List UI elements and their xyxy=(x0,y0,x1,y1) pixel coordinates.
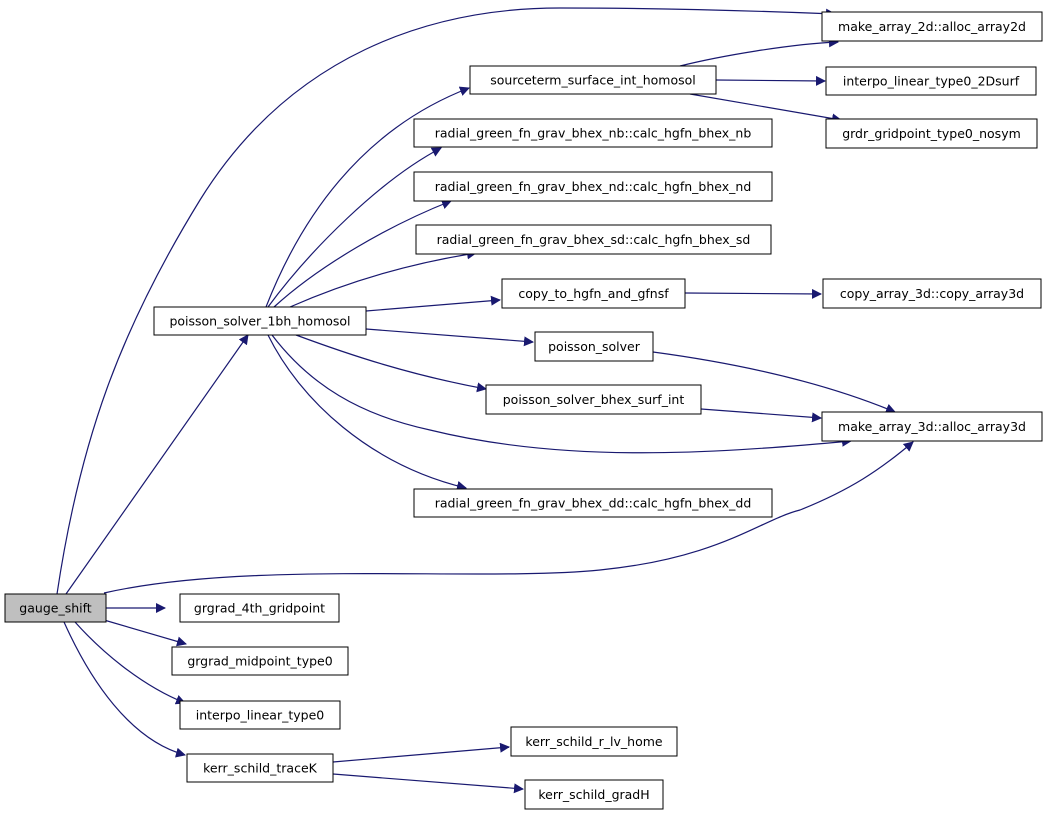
node-grgrad-4th-gridpoint[interactable]: grgrad_4th_gridpoint xyxy=(179,593,340,623)
edge-poisson-solver-bhex-surf-to-make-array-3d xyxy=(700,408,822,423)
node-poisson-solver[interactable]: poisson_solver xyxy=(534,331,654,362)
edge-poisson-1bh-to-copy-to-hgfn xyxy=(365,295,501,312)
edge-poisson-1bh-to-make-array-3d xyxy=(271,334,852,454)
node-interpo-linear-type0[interactable]: interpo_linear_type0 xyxy=(179,700,341,730)
node-label: grgrad_4th_gridpoint xyxy=(194,601,325,616)
node-gauge-shift[interactable]: gauge_shift xyxy=(4,593,107,623)
node-grgrad-midpoint-type0[interactable]: grgrad_midpoint_type0 xyxy=(171,646,349,676)
node-label: copy_to_hgfn_and_gfnsf xyxy=(518,286,669,301)
node-label: grgrad_midpoint_type0 xyxy=(187,654,332,669)
edge-sourceterm-to-interpo-2dsurf xyxy=(715,75,826,86)
node-label: gauge_shift xyxy=(19,601,91,616)
edge-gauge-shift-to-make-array-2d xyxy=(56,7,836,595)
node-grdr-gridpoint-type0-nosym[interactable]: grdr_gridpoint_type0_nosym xyxy=(825,118,1038,149)
node-copy-array-3d[interactable]: copy_array_3d::copy_array3d xyxy=(822,278,1042,309)
node-label: make_array_3d::alloc_array3d xyxy=(838,419,1026,434)
node-label: radial_green_fn_grav_bhex_dd::calc_hgfn_… xyxy=(435,496,752,511)
node-calc-hgfn-bhex-dd[interactable]: radial_green_fn_grav_bhex_dd::calc_hgfn_… xyxy=(413,488,773,518)
node-interpo-linear-type0-2dsurf[interactable]: interpo_linear_type0_2Dsurf xyxy=(825,66,1037,96)
node-label: poisson_solver_1bh_homosol xyxy=(169,314,350,329)
edge-poisson-1bh-to-calc-hgfn-dd xyxy=(267,334,467,491)
node-poisson-solver-bhex-surf-int[interactable]: poisson_solver_bhex_surf_int xyxy=(485,384,702,415)
edge-gauge-shift-to-poisson-solver-1bh xyxy=(65,334,249,595)
node-label: poisson_solver_bhex_surf_int xyxy=(503,392,685,407)
edge-poisson-1bh-to-calc-hgfn-sd xyxy=(289,249,477,308)
node-copy-to-hgfn-and-gfnsf[interactable]: copy_to_hgfn_and_gfnsf xyxy=(501,278,686,309)
node-kerr-schild-tracek[interactable]: kerr_schild_traceK xyxy=(186,753,334,783)
edge-poisson-1bh-to-poisson-solver xyxy=(365,328,534,347)
node-calc-hgfn-bhex-nb[interactable]: radial_green_fn_grav_bhex_nb::calc_hgfn_… xyxy=(413,118,773,148)
node-calc-hgfn-bhex-sd[interactable]: radial_green_fn_grav_bhex_sd::calc_hgfn_… xyxy=(415,224,772,255)
edge-copy-to-hgfn-to-copy-array-3d xyxy=(684,288,822,299)
node-label: sourceterm_surface_int_homosol xyxy=(490,73,695,88)
edge-poisson-1bh-to-poisson-solver-bhex-surf xyxy=(295,334,487,393)
edge-poisson-1bh-to-calc-hgfn-nd xyxy=(273,199,452,308)
edge-gauge-shift-to-kerr-schild-tracek xyxy=(63,621,186,758)
node-make-array-2d-alloc-array2d[interactable]: make_array_2d::alloc_array2d xyxy=(821,11,1043,42)
edge-gauge-shift-to-make-array-3d xyxy=(103,441,914,594)
node-label: kerr_schild_gradH xyxy=(538,787,649,802)
edge-poisson-1bh-to-sourceterm xyxy=(265,86,470,308)
node-label: interpo_linear_type0_2Dsurf xyxy=(843,74,1020,89)
node-label: interpo_linear_type0 xyxy=(196,708,324,723)
node-label: radial_green_fn_grav_bhex_sd::calc_hgfn_… xyxy=(437,232,751,247)
node-make-array-3d-alloc-array3d[interactable]: make_array_3d::alloc_array3d xyxy=(821,411,1043,442)
node-calc-hgfn-bhex-nd[interactable]: radial_green_fn_grav_bhex_nd::calc_hgfn_… xyxy=(413,171,773,202)
edge-sourceterm-to-grdr-gridpoint xyxy=(689,93,842,124)
node-label: kerr_schild_traceK xyxy=(203,761,317,776)
node-sourceterm-surface-int-homosol[interactable]: sourceterm_surface_int_homosol xyxy=(469,65,717,95)
node-label: grdr_gridpoint_type0_nosym xyxy=(842,126,1021,141)
edge-kerr-tracek-to-gradh xyxy=(332,773,524,794)
node-label: copy_array_3d::copy_array3d xyxy=(840,286,1024,301)
edge-poisson-1bh-to-calc-hgfn-nb xyxy=(267,147,442,308)
edge-gauge-shift-to-interpo-linear-type0 xyxy=(74,621,186,705)
edge-kerr-tracek-to-r-lv-home xyxy=(332,742,510,763)
node-kerr-schild-r-lv-home[interactable]: kerr_schild_r_lv_home xyxy=(510,726,678,757)
node-poisson-solver-1bh-homosol[interactable]: poisson_solver_1bh_homosol xyxy=(153,306,367,336)
node-label: kerr_schild_r_lv_home xyxy=(525,734,662,749)
node-label: radial_green_fn_grav_bhex_nd::calc_hgfn_… xyxy=(435,179,752,194)
edge-sourceterm-to-make-array-2d xyxy=(679,37,839,67)
node-label: make_array_2d::alloc_array2d xyxy=(838,19,1026,34)
edge-poisson-solver-to-make-array-3d xyxy=(652,351,896,414)
node-label: radial_green_fn_grav_bhex_nb::calc_hgfn_… xyxy=(435,126,752,141)
node-label: poisson_solver xyxy=(548,339,641,354)
node-kerr-schild-gradh[interactable]: kerr_schild_gradH xyxy=(524,779,664,810)
edge-gauge-shift-to-grgrad-midpoint xyxy=(103,619,187,647)
